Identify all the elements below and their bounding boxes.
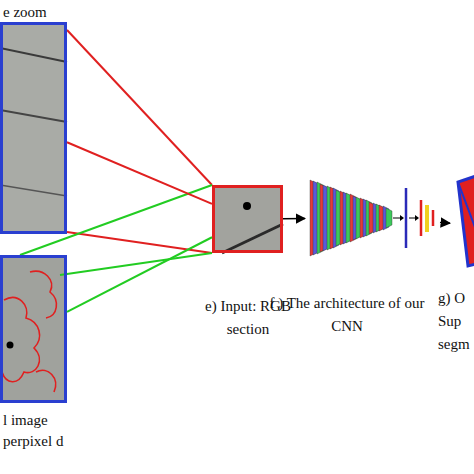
output-shape: g) O Sup segm [450,178,474,270]
patch [212,185,283,253]
connector [283,218,305,220]
node-label: l image perpixel d [3,410,73,452]
patch-box: e) Input: RGB section [212,185,283,253]
connector [440,222,450,224]
connector [67,142,212,204]
superpixel-outline [30,271,56,318]
photo-stripe [0,48,67,62]
zoom-line [67,30,212,185]
photo-stripe [0,110,67,122]
superpixel-outline [36,370,56,392]
patch-stripe [222,224,283,253]
node-label: e zoom [3,3,73,21]
photo [0,22,67,234]
superpixel-outline [2,298,40,382]
photo [0,255,67,403]
image-box: l image perpixel d [0,255,67,403]
photo-stripe [0,185,67,196]
cnn-block: f ) The architecture of our CNN [305,178,440,258]
zoom-line [60,253,212,275]
zoom-line [20,185,212,255]
node-label: g) O Sup segm [438,287,474,356]
zoom-line [67,232,212,253]
pixel-dot [243,202,251,210]
cnn-head [393,188,433,248]
cnn-layers [310,180,392,256]
node-label: f ) The architecture of our CNN [267,292,427,338]
image-box: e zoom [0,22,67,234]
connector [67,237,212,312]
output-polygon [458,176,474,266]
pixel-dot [7,342,14,349]
